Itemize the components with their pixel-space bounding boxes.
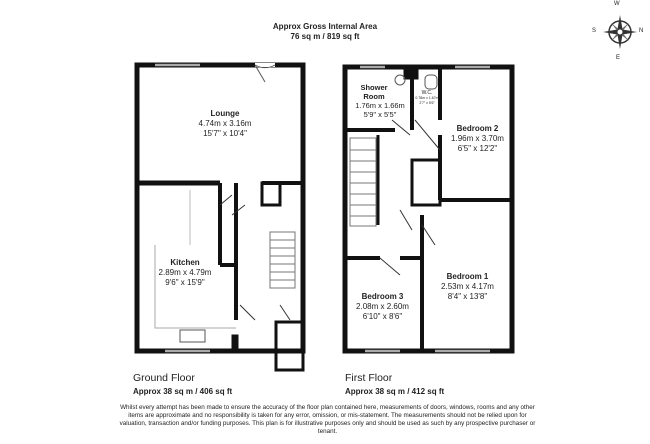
ground-floor-title: Ground Floor bbox=[133, 372, 195, 384]
ground-floor-area: Approx 38 sq m / 406 sq ft bbox=[133, 387, 233, 396]
header-title: Approx Gross Internal Area bbox=[272, 22, 378, 31]
room-wc: W.C. 0.78m x 1.67m 2'7" x 5'6" bbox=[415, 90, 439, 105]
room-shower: Shower Room 1.76m x 1.66m 5'9" x 5'5" bbox=[355, 83, 405, 119]
room-bedroom-2: Bedroom 2 1.96m x 3.70m 6'5" x 12'2" bbox=[451, 124, 504, 153]
ground-floor-details bbox=[154, 63, 296, 353]
first-floor-plan bbox=[342, 64, 515, 354]
compass-e: E bbox=[616, 55, 621, 61]
compass-icon bbox=[603, 15, 637, 49]
room-bedroom-1: Bedroom 1 2.53m x 4.17m 8'4" x 13'8" bbox=[441, 272, 494, 301]
gross-area-header: Approx Gross Internal Area 76 sq m / 819… bbox=[0, 22, 650, 42]
disclaimer-text: Whilst every attempt has been made to en… bbox=[119, 404, 536, 435]
first-floor-details bbox=[349, 65, 490, 353]
compass-s: S bbox=[592, 28, 597, 34]
ground-floor-plan bbox=[134, 62, 306, 372]
compass-n: N bbox=[639, 28, 644, 34]
room-kitchen: Kitchen 2.89m x 4.79m 9'6" x 15'9" bbox=[158, 258, 212, 287]
header-area: 76 sq m / 819 sq ft bbox=[290, 32, 360, 41]
room-lounge: Lounge 4.74m x 3.16m 15'7" x 10'4" bbox=[198, 109, 252, 138]
first-floor-area: Approx 38 sq m / 412 sq ft bbox=[345, 387, 445, 396]
compass-w: W bbox=[614, 1, 620, 7]
first-floor-title: First Floor bbox=[345, 372, 393, 384]
room-bedroom-3: Bedroom 3 2.08m x 2.60m 6'10" x 8'6" bbox=[356, 292, 409, 321]
